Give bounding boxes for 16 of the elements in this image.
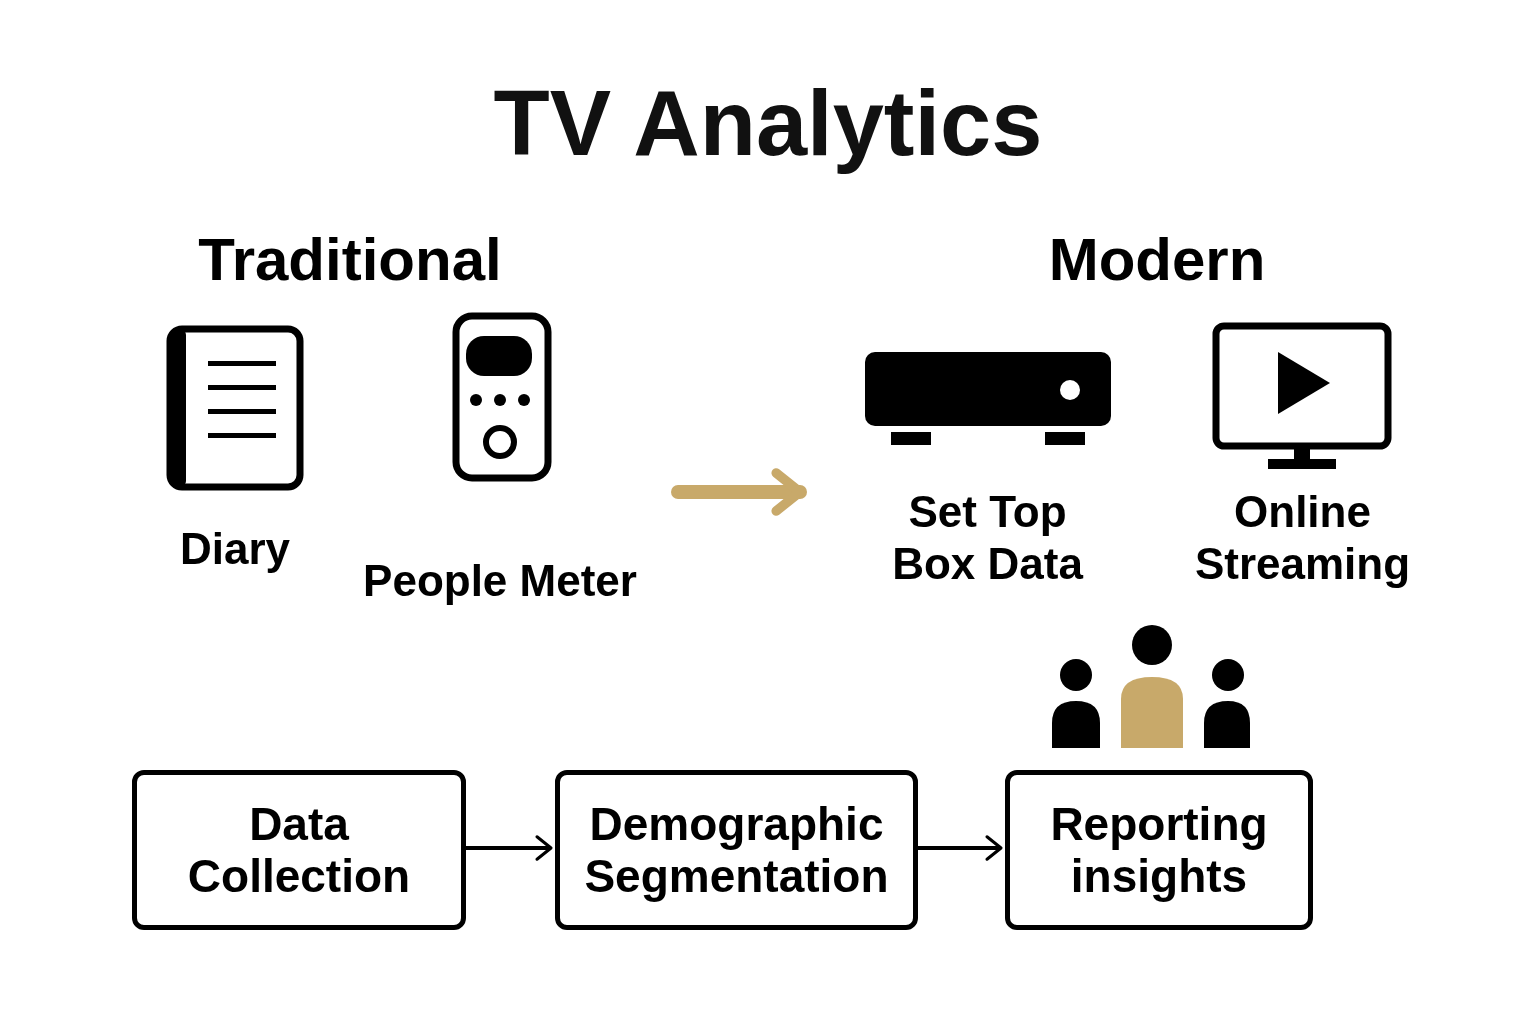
box-label: Reporting insights xyxy=(1049,798,1269,902)
arrow xyxy=(671,468,807,516)
arrow xyxy=(918,835,1003,861)
process-box xyxy=(1005,770,1313,930)
icon-label: Diary xyxy=(179,523,291,575)
icon-label: Online Streaming xyxy=(1193,486,1412,590)
section-heading: Traditional xyxy=(198,225,502,295)
icon-label: Set Top Box Data xyxy=(891,486,1085,590)
section-heading: Modern xyxy=(1048,225,1266,295)
box-label: Demographic Segmentation xyxy=(583,798,890,902)
icon-label: People Meter xyxy=(363,555,637,607)
diagram-title: TV Analytics xyxy=(492,71,1044,176)
process-box xyxy=(555,770,918,930)
box-label: Data Collection xyxy=(186,798,412,902)
process-box xyxy=(132,770,466,930)
arrow xyxy=(466,835,553,861)
